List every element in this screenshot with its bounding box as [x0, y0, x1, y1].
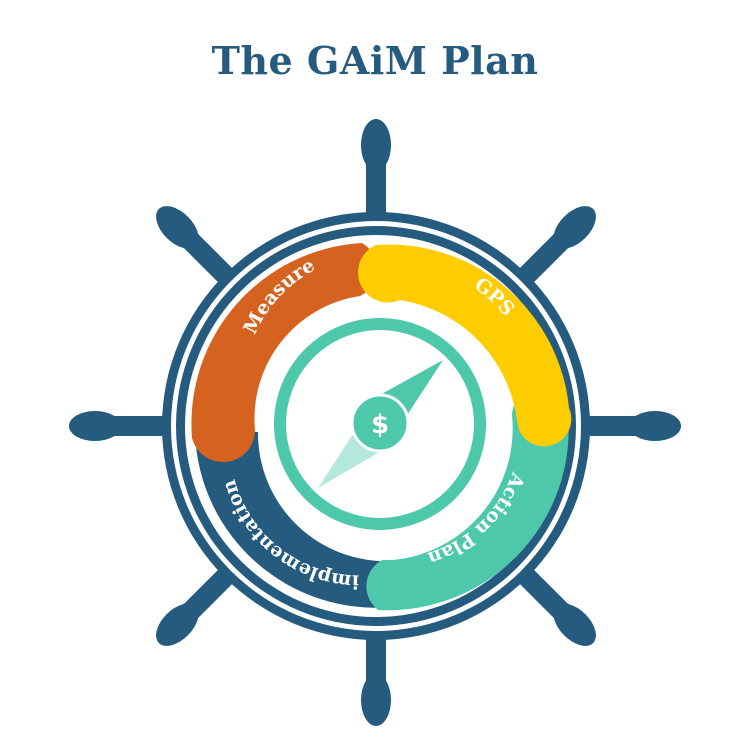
dollar-symbol: $ — [371, 410, 389, 440]
